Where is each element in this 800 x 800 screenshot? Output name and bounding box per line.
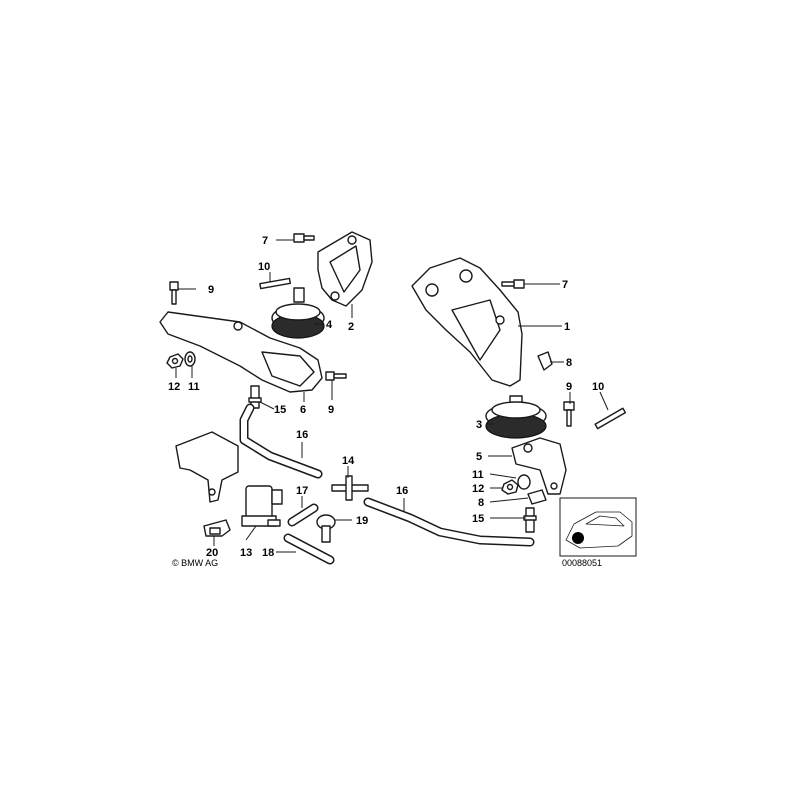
callout-15-left: 15 [274, 404, 286, 416]
clip-part-20 [203, 519, 231, 537]
connector-part-19 [316, 514, 336, 543]
support-arm-part-6 [159, 311, 323, 393]
callout-9-right: 9 [566, 381, 572, 393]
bolt-part-10-left [259, 277, 291, 290]
bolt-part-7-right [501, 279, 525, 289]
callout-16-left: 16 [296, 429, 308, 441]
callout-16-right: 16 [396, 485, 408, 497]
nut-part-12-right [501, 479, 519, 495]
callout-18: 18 [262, 547, 274, 559]
bolt-part-9-middle [325, 371, 347, 381]
car-location-thumbnail [559, 497, 637, 557]
bolt-part-10-right [594, 407, 627, 430]
fitting-part-15-right [523, 507, 537, 533]
hose-part-18 [283, 533, 335, 565]
callout-14: 14 [342, 455, 355, 467]
rubber-part-8-upper [537, 351, 553, 371]
engine-bracket-part-1 [411, 257, 523, 387]
callout-4: 4 [326, 319, 333, 331]
engine-mount-part-4 [271, 287, 325, 339]
bolt-part-9-right [563, 401, 575, 427]
callout-13: 13 [240, 547, 252, 559]
copyright-text: © BMW AG [172, 558, 218, 568]
callout-5: 5 [476, 451, 482, 463]
bolt-part-9-left [169, 281, 179, 305]
callout-12-right: 12 [472, 483, 484, 495]
callout-12-left: 12 [168, 381, 180, 393]
callout-3: 3 [476, 419, 482, 431]
callout-9-middle: 9 [328, 404, 334, 416]
callout-2: 2 [348, 321, 354, 333]
engine-bracket-part-2 [317, 231, 373, 307]
callout-20: 20 [206, 547, 218, 559]
washer-part-11-left [184, 351, 196, 367]
image-number: 00088051 [562, 558, 602, 568]
callout-10-left: 10 [258, 261, 270, 273]
callout-15-right: 15 [472, 513, 484, 525]
fitting-part-15-left [248, 385, 262, 409]
callout-9-left: 9 [208, 284, 214, 296]
nut-part-12-left [166, 353, 184, 369]
bolt-part-7-left [293, 233, 315, 243]
callout-labels: 7 10 9 4 2 12 11 15 6 9 16 14 16 17 19 1… [168, 235, 604, 559]
rubber-part-8-lower [527, 489, 547, 505]
vacuum-hose-part-16-left [239, 403, 323, 479]
mounting-bracket-sheet [175, 431, 239, 503]
vacuum-hose-part-16-right [363, 497, 535, 547]
callout-17: 17 [296, 485, 308, 497]
washer-part-11-right [517, 474, 531, 490]
callout-7-left: 7 [262, 235, 268, 247]
callout-19: 19 [356, 515, 368, 527]
callout-10-right: 10 [592, 381, 604, 393]
leader-lines [175, 239, 609, 553]
engine-mount-part-3 [485, 395, 547, 439]
callout-7-right: 7 [562, 279, 568, 291]
solenoid-valve-part-13 [241, 485, 283, 527]
hose-part-17 [287, 503, 319, 527]
callout-8-upper: 8 [566, 357, 572, 369]
callout-6: 6 [300, 404, 306, 416]
callout-8-lower: 8 [478, 497, 484, 509]
support-bracket-part-5 [511, 437, 567, 495]
callout-1: 1 [564, 321, 570, 333]
t-connector-part-14 [331, 475, 369, 501]
callout-11-left: 11 [188, 381, 200, 393]
callout-11-right: 11 [472, 469, 484, 481]
